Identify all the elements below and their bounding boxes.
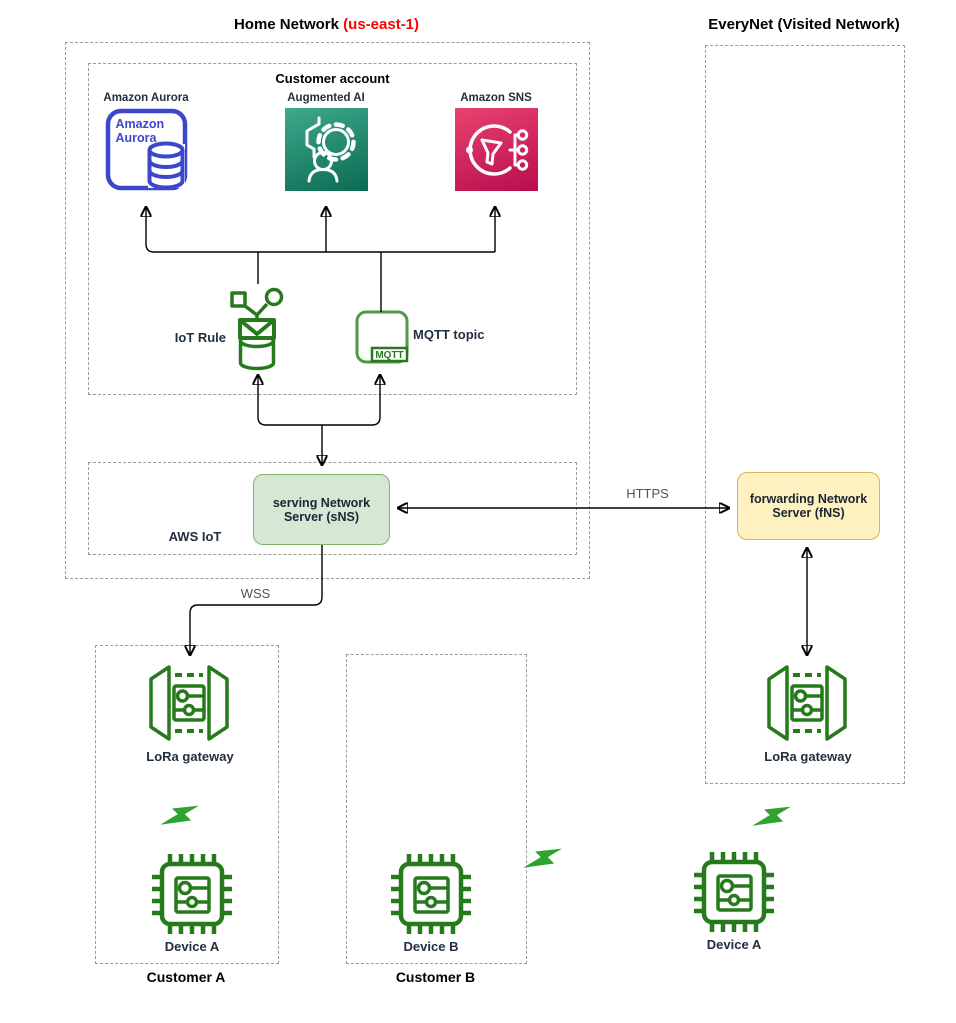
mqtt-topic-label: MQTT topic bbox=[413, 327, 485, 342]
device-a-visited-icon bbox=[691, 849, 777, 940]
lora-gateway-home-svg bbox=[149, 665, 229, 741]
aurora-icon-line2: Aurora bbox=[115, 131, 157, 146]
augmented-ai-icon-svg bbox=[305, 116, 356, 183]
lora-gateway-visited-label: LoRa gateway bbox=[764, 749, 852, 764]
lora-gateway-home-label: LoRa gateway bbox=[146, 749, 234, 764]
aws-iot-label: AWS IoT bbox=[168, 529, 222, 544]
device-b-home-label: Device B bbox=[403, 939, 459, 954]
radio-bolt-customer-b-icon bbox=[523, 839, 568, 888]
lora-gateway-visited-svg bbox=[767, 665, 847, 741]
iot-rule-label: IoT Rule bbox=[174, 330, 226, 345]
sns-icon-svg bbox=[465, 124, 528, 176]
augmented-ai-node: Augmented AI bbox=[271, 92, 381, 191]
home-network-box bbox=[65, 42, 590, 579]
augmented-ai-label: Augmented AI bbox=[287, 92, 365, 104]
https-label: HTTPS bbox=[626, 486, 669, 501]
customer-a-label: Customer A bbox=[146, 969, 226, 985]
customer-b-label: Customer B bbox=[395, 969, 476, 985]
customer-b-box bbox=[346, 654, 527, 964]
sns-label: Amazon SNS bbox=[460, 92, 532, 104]
aurora-icon-text: Amazon Aurora bbox=[116, 117, 165, 146]
forwarding-network-server: forwarding Network Server (fNS) bbox=[737, 472, 880, 540]
everynet-title: EveryNet (Visited Network) bbox=[708, 16, 900, 33]
augmented-ai-icon bbox=[284, 108, 368, 191]
iot-rule-icon-svg bbox=[230, 287, 284, 371]
home-network-title: Home Network (us-east-1) bbox=[65, 16, 588, 33]
device-b-home-svg bbox=[391, 854, 471, 934]
lora-gateway-home-icon bbox=[145, 663, 233, 748]
home-network-title-text: Home Network bbox=[233, 16, 339, 33]
sns-node: Amazon SNS bbox=[441, 92, 551, 191]
sns-icon bbox=[454, 108, 538, 191]
aurora-label: Amazon Aurora bbox=[103, 92, 189, 104]
mqtt-badge-text: MQTT bbox=[375, 350, 403, 361]
wss-label: WSS bbox=[240, 586, 271, 601]
lora-gateway-visited-icon bbox=[763, 663, 851, 748]
device-a-home-svg bbox=[152, 854, 232, 934]
aurora-icon-line1: Amazon bbox=[115, 117, 165, 131]
device-a-home-label: Device A bbox=[164, 939, 220, 954]
device-a-home-icon bbox=[149, 851, 235, 942]
aurora-node: Amazon Aurora Amazon Aurora bbox=[91, 92, 201, 191]
serving-network-server: serving Network Server (sNS) bbox=[253, 474, 390, 545]
aurora-icon-svg bbox=[105, 108, 187, 191]
customer-account-label: Customer account bbox=[275, 71, 390, 86]
home-network-region: (us-east-1) bbox=[343, 16, 420, 33]
iot-rule-icon bbox=[226, 279, 288, 376]
radio-bolt-customer-a-icon bbox=[160, 796, 205, 845]
everynet-box bbox=[705, 45, 905, 784]
device-a-visited-svg bbox=[694, 852, 774, 932]
radio-bolt-visited-icon bbox=[752, 797, 797, 846]
aurora-icon: Amazon Aurora bbox=[105, 108, 188, 191]
device-b-home-icon bbox=[388, 851, 474, 942]
mqtt-topic-icon: MQTT bbox=[355, 310, 409, 369]
device-a-visited-label: Device A bbox=[706, 937, 762, 952]
mqtt-topic-icon-svg: MQTT bbox=[355, 310, 409, 364]
